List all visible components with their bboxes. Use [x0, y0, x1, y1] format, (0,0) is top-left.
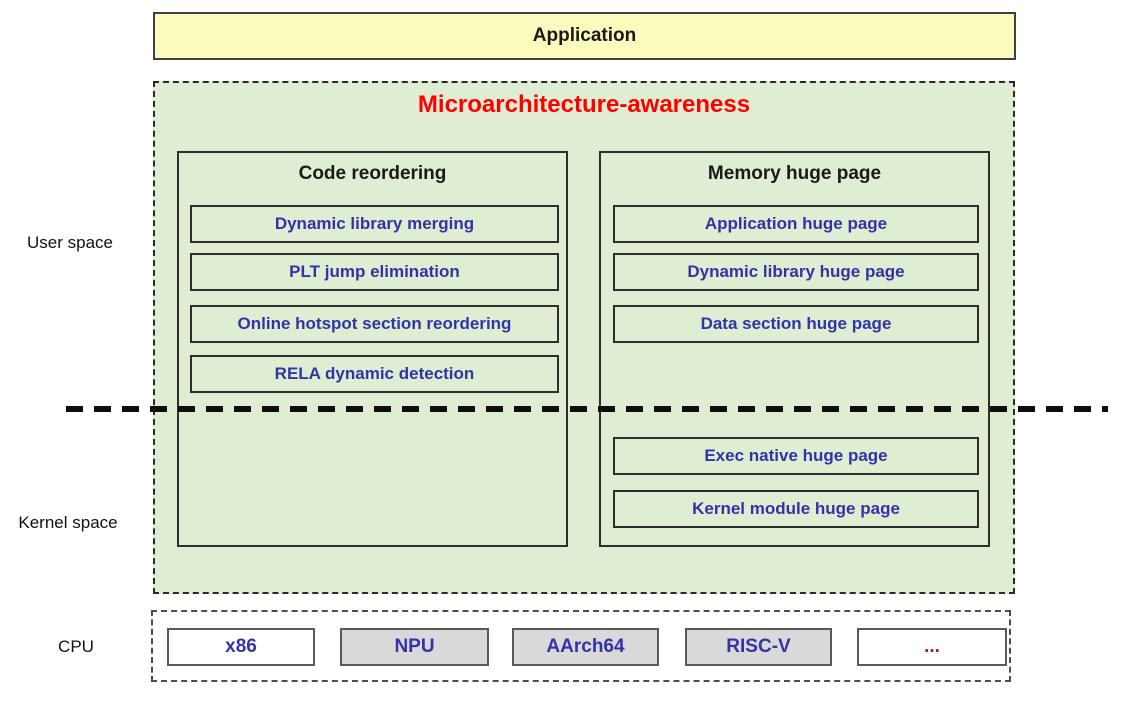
microarchitecture-awareness-container: Microarchitecture-awareness Code reorder…: [153, 81, 1015, 594]
kernel-space-label: Kernel space: [10, 513, 126, 533]
cpu-chip-risc-v: RISC-V: [685, 628, 832, 666]
user-kernel-space-divider: [66, 406, 1108, 412]
feature-data-section-huge-page: Data section huge page: [613, 305, 979, 343]
application-box: Application: [153, 12, 1016, 60]
user-space-label: User space: [18, 233, 122, 253]
cpu-chip-aarch64: AArch64: [512, 628, 659, 666]
cpu-label: CPU: [55, 637, 97, 657]
feature-rela-dynamic-detection: RELA dynamic detection: [190, 355, 559, 393]
feature-exec-native-huge-page: Exec native huge page: [613, 437, 979, 475]
feature-application-huge-page: Application huge page: [613, 205, 979, 243]
memory-huge-page-box: Memory huge page Application huge page D…: [599, 151, 990, 547]
code-reordering-title: Code reordering: [179, 163, 566, 185]
feature-online-hotspot-section-reordering: Online hotspot section reordering: [190, 305, 559, 343]
framework-title: Microarchitecture-awareness: [155, 91, 1013, 119]
cpu-chip-npu: NPU: [340, 628, 489, 666]
cpu-tray: x86 NPU AArch64 RISC-V ...: [151, 610, 1011, 682]
cpu-chip-x86: x86: [167, 628, 315, 666]
feature-plt-jump-elimination: PLT jump elimination: [190, 253, 559, 291]
memory-huge-page-title: Memory huge page: [601, 163, 988, 185]
feature-dynamic-library-huge-page: Dynamic library huge page: [613, 253, 979, 291]
code-reordering-box: Code reordering Dynamic library merging …: [177, 151, 568, 547]
feature-dynamic-library-merging: Dynamic library merging: [190, 205, 559, 243]
cpu-chip-ellipsis: ...: [857, 628, 1007, 666]
feature-kernel-module-huge-page: Kernel module huge page: [613, 490, 979, 528]
